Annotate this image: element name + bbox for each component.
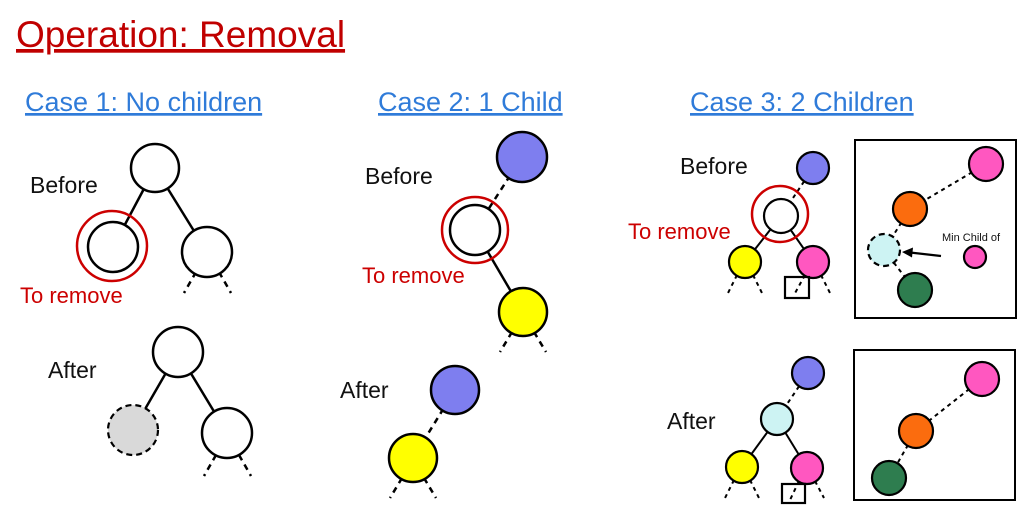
- case1-before-root-node: [129, 142, 181, 194]
- case3-inset-caption-pink-node: [962, 244, 988, 270]
- case3-after-replacement-node: [759, 401, 795, 437]
- case3-after-inset: [853, 349, 1016, 501]
- case3-before-left-child-node: [727, 244, 763, 280]
- case3-before-tree: Before To remove: [628, 150, 831, 300]
- case3-to-remove-label: To remove: [628, 219, 731, 244]
- case1-to-remove-ring: [75, 209, 149, 283]
- case2-before-child-right-stub: [532, 331, 548, 353]
- case3-inset-green-node: [896, 271, 934, 309]
- case3-inset-caption: Min Child of: [942, 232, 1001, 244]
- case1-after-label: After: [48, 357, 97, 383]
- case1-after-root-node: [151, 325, 205, 379]
- case2-after-right-stub: [422, 477, 438, 499]
- case1-to-remove-label: To remove: [20, 283, 123, 308]
- page-title: Operation: Removal: [16, 14, 345, 55]
- case2-before-child-left-stub: [498, 331, 514, 353]
- case3-before-target-node: [762, 197, 800, 235]
- case3-inset-min-child-node: [866, 232, 902, 268]
- case2-after-child-node: [387, 432, 439, 484]
- case1-before-tree: Before To remove: [20, 142, 234, 308]
- case3-before-label: Before: [680, 153, 748, 179]
- case1-after-removed-node: [106, 403, 160, 457]
- case3-after-left-child-node: [724, 449, 760, 485]
- case2-after-label: After: [340, 377, 389, 403]
- case3-after-inset-green-node: [870, 459, 908, 497]
- case3-after-min-child-marker-box: [780, 482, 807, 505]
- case3-after-parent-node: [790, 355, 826, 391]
- case3-after-inset-pink-node: [963, 360, 1001, 398]
- case2-to-remove-label: To remove: [362, 263, 465, 288]
- case2-after-left-stub: [388, 477, 404, 499]
- case1-before-right-subtree-left-stub: [182, 271, 198, 294]
- case2-to-remove-ring: [440, 195, 510, 265]
- case3-after-yellow-left-stub: [724, 479, 735, 499]
- case3-after-right-child-node: [789, 450, 825, 486]
- case2-before-tree: Before To remove: [362, 130, 549, 353]
- case3-before-yellow-left-stub: [727, 274, 738, 294]
- case1-before-label: Before: [30, 172, 98, 198]
- case3-after-inset-orange-node: [897, 412, 935, 450]
- case3-before-right-child-node: [795, 244, 831, 280]
- case3-inset-pink-node: [967, 145, 1005, 183]
- case1-after-right-subtree-right-stub: [237, 454, 253, 477]
- case3-heading: Case 3: 2 Children: [690, 87, 914, 117]
- case1-before-target-node: [86, 220, 140, 274]
- case2-before-target-node: [448, 203, 502, 257]
- case3-after-tree: After: [667, 355, 826, 505]
- case1-heading: Case 1: No children: [25, 87, 262, 117]
- case2-before-label: Before: [365, 163, 433, 189]
- case3-before-yellow-right-stub: [752, 274, 763, 294]
- case2-after-tree: After: [340, 364, 481, 499]
- case3-after-inset-edge-pink-orange: [915, 378, 983, 432]
- case2-before-child-node: [497, 286, 549, 338]
- min-child-arrow-head: [902, 247, 913, 258]
- case3-before-min-child-marker-box: [783, 275, 811, 300]
- case2-heading: Case 2: 1 Child: [378, 87, 563, 117]
- case3-before-pink-left-stub: [793, 274, 806, 296]
- case1-after-right-subtree-left-stub: [202, 454, 218, 477]
- case1-after-tree: After: [48, 325, 254, 477]
- min-child-arrow-line: [909, 251, 942, 258]
- case3-inset-orange-node: [891, 190, 929, 228]
- case2-before-parent-node: [495, 130, 549, 184]
- case1-after-right-node: [200, 406, 254, 460]
- case3-before-inset: Min Child of: [854, 139, 1017, 319]
- case3-after-pink-right-stub: [814, 480, 825, 499]
- case1-before-right-node: [180, 225, 234, 279]
- case3-before-parent-node: [795, 150, 831, 186]
- case3-after-yellow-right-stub: [749, 479, 760, 499]
- case3-after-label: After: [667, 408, 716, 434]
- case3-to-remove-ring: [750, 184, 810, 244]
- case2-after-parent-node: [429, 364, 481, 416]
- case3-before-pink-right-stub: [820, 274, 831, 294]
- case1-before-right-subtree-right-stub: [217, 271, 233, 294]
